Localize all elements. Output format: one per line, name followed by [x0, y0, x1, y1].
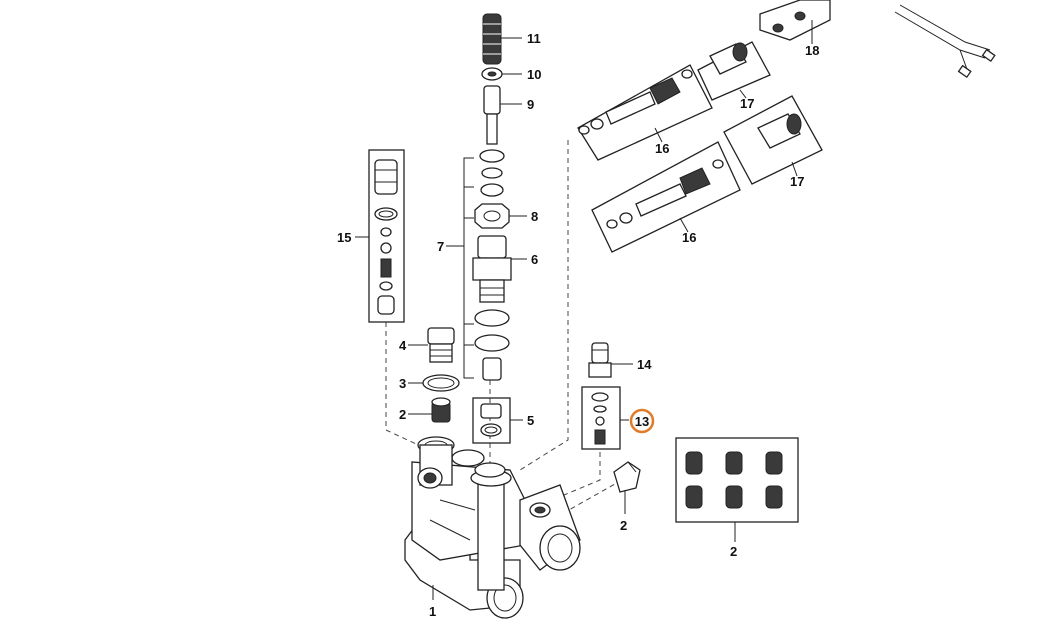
- part-11-spring[interactable]: [482, 13, 502, 65]
- part-16-unloader-stem-lower[interactable]: [591, 141, 741, 253]
- callout-17-lower[interactable]: 17: [790, 174, 804, 189]
- part-18-block[interactable]: [759, 0, 831, 42]
- callout-2-right[interactable]: 2: [620, 518, 627, 533]
- part-7-bracket[interactable]: [463, 157, 474, 379]
- valve-set-row-bottom: [685, 485, 783, 509]
- callout-17-upper[interactable]: 17: [740, 96, 754, 111]
- part-10-washer[interactable]: [481, 67, 503, 81]
- part-17-fitting-upper[interactable]: [697, 41, 771, 101]
- part-4-plug[interactable]: [427, 327, 455, 363]
- valve-set-row-top: [685, 451, 783, 475]
- callout-13[interactable]: 13: [635, 414, 649, 429]
- callout-18[interactable]: 18: [805, 43, 819, 58]
- highlight-ring: [629, 408, 655, 434]
- callout-5[interactable]: 5: [527, 413, 534, 428]
- part-7-o-rings[interactable]: [474, 149, 510, 381]
- callout-14[interactable]: 14: [637, 357, 652, 372]
- callout-10[interactable]: 10: [527, 67, 541, 82]
- part-2-valve-left[interactable]: [431, 397, 451, 423]
- part-14-fitting[interactable]: [588, 342, 612, 378]
- manifold-body[interactable]: [404, 436, 581, 619]
- part-15-valve-kit[interactable]: [368, 149, 405, 323]
- callout-16-lower[interactable]: 16: [682, 230, 696, 245]
- part-8-nut[interactable]: [474, 203, 510, 229]
- callout-3[interactable]: 3: [399, 376, 406, 391]
- callout-15[interactable]: 15: [337, 230, 351, 245]
- callout-labels: 11 10 9 8 6 7 15 4 3 2 5 14 2 2 1 16 16 …: [337, 31, 819, 619]
- callout-2-set[interactable]: 2: [730, 544, 737, 559]
- part-9-piston[interactable]: [483, 85, 501, 145]
- callout-8[interactable]: 8: [531, 209, 538, 224]
- callout-7[interactable]: 7: [437, 239, 444, 254]
- callout-6[interactable]: 6: [531, 252, 538, 267]
- part-2-valve-set[interactable]: [675, 437, 799, 523]
- part-2-valve-right[interactable]: [613, 461, 641, 493]
- callout-13-highlight[interactable]: 13: [629, 408, 655, 434]
- callout-4[interactable]: 4: [399, 338, 407, 353]
- callout-9[interactable]: 9: [527, 97, 534, 112]
- callout-11[interactable]: 11: [527, 31, 541, 46]
- part-17-fitting-lower[interactable]: [723, 95, 823, 185]
- part-3-o-ring[interactable]: [422, 374, 460, 392]
- part-16-unloader-stem-upper[interactable]: [577, 64, 713, 161]
- callout-16-upper[interactable]: 16: [655, 141, 669, 156]
- callout-2-left[interactable]: 2: [399, 407, 406, 422]
- leader-lines: [355, 30, 813, 600]
- part-6-valve-housing[interactable]: [472, 235, 512, 303]
- callout-1[interactable]: 1: [429, 604, 436, 619]
- part-5-seal-kit[interactable]: [472, 397, 511, 444]
- wiring-harness: [894, 4, 996, 79]
- part-13-valve-kit[interactable]: [581, 386, 621, 450]
